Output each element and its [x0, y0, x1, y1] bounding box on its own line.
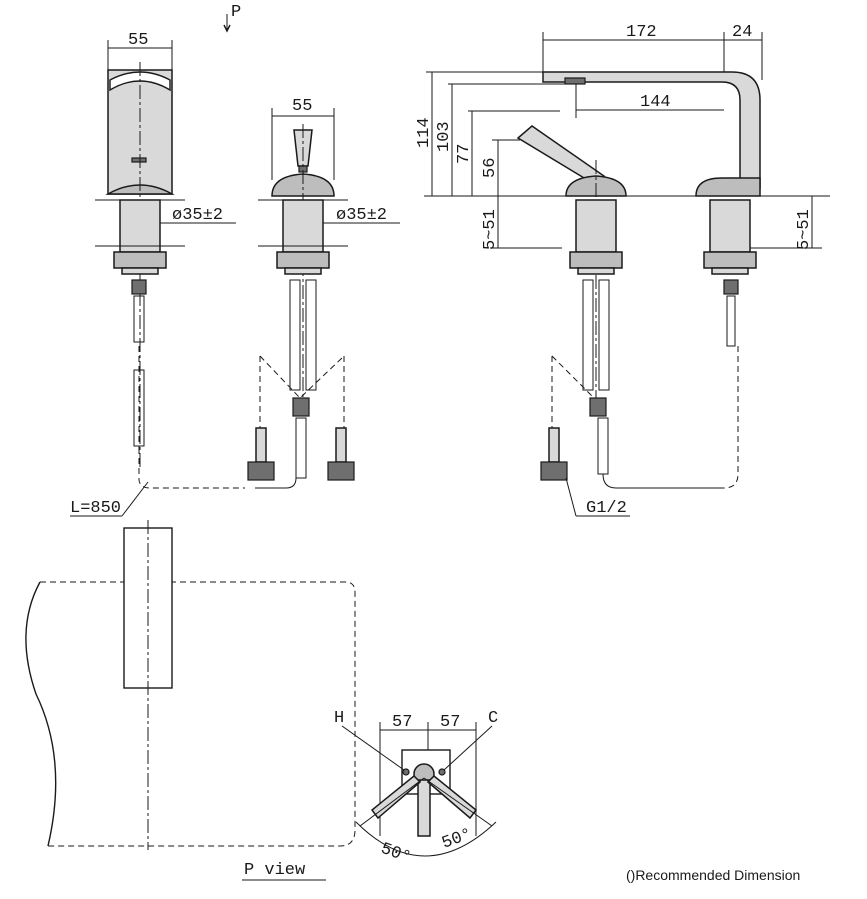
- dim-114: 114: [415, 117, 434, 148]
- dim-103: 103: [435, 121, 454, 152]
- footnote: ()Recommended Dimension: [626, 867, 800, 883]
- hot-label: H: [334, 709, 344, 728]
- dim-172: 172: [626, 23, 657, 42]
- spout-front-view: 55 ø35±2: [95, 31, 245, 489]
- dia-mid: ø35±2: [336, 206, 387, 225]
- dia-left: ø35±2: [172, 206, 223, 225]
- handle-front-view: P 55 ø35±2: [223, 3, 400, 489]
- dim-57-right: 57: [440, 713, 460, 732]
- side-view: 172 24 144 114 103 77 56 5~51: [415, 23, 830, 489]
- p-view-title: P view: [244, 861, 306, 880]
- dim-24: 24: [732, 23, 752, 42]
- dim-5-51-left: 5~51: [481, 209, 500, 250]
- dim-57-left: 57: [392, 713, 412, 732]
- dim-55-mid: 55: [292, 97, 312, 116]
- angle-right: 50°: [440, 825, 475, 853]
- cold-label: C: [488, 709, 498, 728]
- dim-5-51-right: 5~51: [795, 209, 814, 250]
- angle-left: 50°: [378, 840, 413, 868]
- plan-view: 57 57 50° 50° H C P view: [25, 520, 498, 881]
- dim-56: 56: [481, 158, 500, 178]
- dim-55-left: 55: [128, 31, 148, 50]
- dim-144: 144: [640, 93, 671, 112]
- view-arrow-label: P: [231, 3, 241, 22]
- dim-77: 77: [455, 144, 474, 164]
- thread-label: G1/2: [586, 499, 627, 518]
- hose-length-label: L=850: [70, 499, 121, 518]
